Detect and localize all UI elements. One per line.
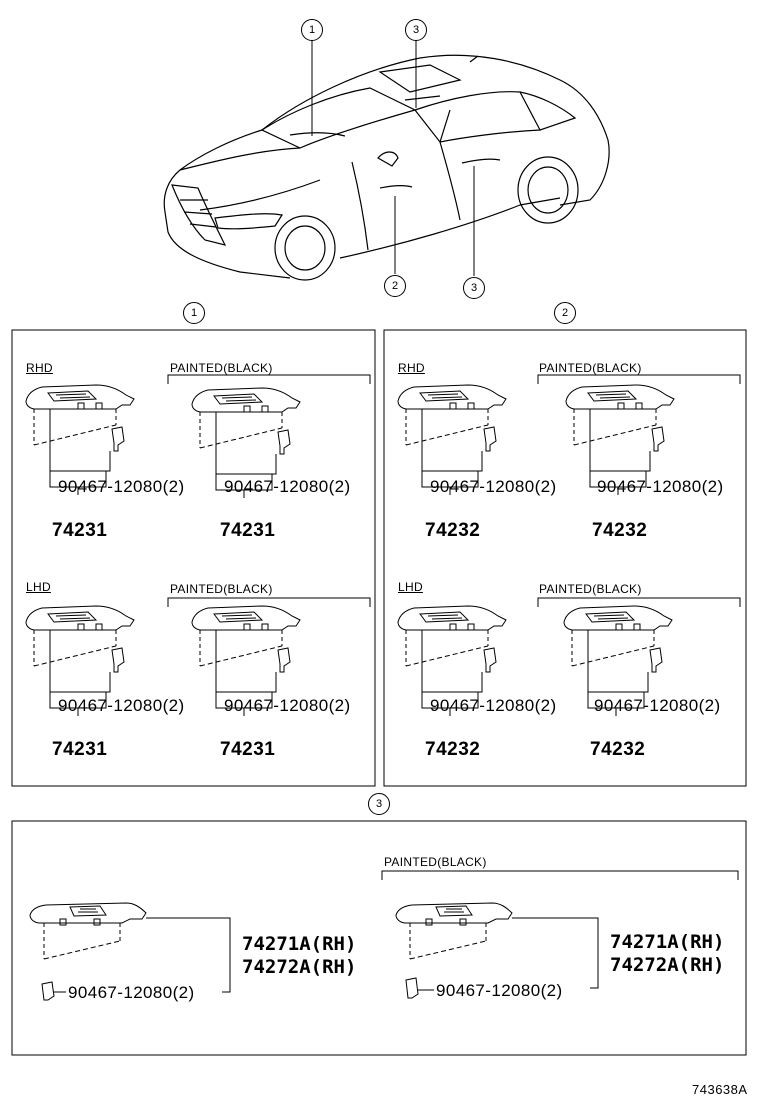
panel-3-painted-part-b: 74272A(RH) xyxy=(610,954,725,976)
panel-2-rhd-plain-part-no: 74232 xyxy=(425,520,481,541)
panel-1-rhd-label: RHD xyxy=(26,361,53,375)
callout-2-car: 2 xyxy=(384,275,406,297)
diagram-reference-code: 743638A xyxy=(692,1082,748,1097)
callout-3-car: 3 xyxy=(405,19,427,41)
panel-2-frame xyxy=(383,329,747,787)
callout-3-car-lower: 3 xyxy=(463,277,485,299)
panel-1-lhd-plain-clip: 90467-12080(2) xyxy=(58,696,185,715)
panel-1-rhd-plain-part-no: 74231 xyxy=(52,520,108,541)
panel-2-lhd-plain-part-no: 74232 xyxy=(425,739,481,760)
callout-2-panel: 2 xyxy=(554,302,576,324)
panel-1-rhd-painted-label: PAINTED(BLACK) xyxy=(170,361,273,375)
panel-2-rhd-label: RHD xyxy=(398,361,425,375)
panel-1-lhd-painted-part-no: 74231 xyxy=(220,739,276,760)
panel-3-plain-part-b: 74272A(RH) xyxy=(242,956,357,978)
car-illustration xyxy=(163,54,610,281)
panel-2-lhd-painted-clip: 90467-12080(2) xyxy=(594,696,721,715)
panel-3-painted-part-a: 74271A(RH) xyxy=(610,931,725,953)
panel-2-rhd-painted-part-no: 74232 xyxy=(592,520,648,541)
panel-1-rhd-painted-part-no: 74231 xyxy=(220,520,276,541)
panel-2-rhd-painted-clip: 90467-12080(2) xyxy=(597,477,724,496)
panel-3-painted-label: PAINTED(BLACK) xyxy=(384,855,487,869)
callout-1-panel: 1 xyxy=(183,302,205,324)
panel-3-plain-part xyxy=(29,902,231,1001)
panel-1-lhd-plain-part-no: 74231 xyxy=(52,739,108,760)
callout-1-car: 1 xyxy=(301,19,323,41)
panel-2-lhd-plain-clip: 90467-12080(2) xyxy=(430,696,557,715)
panel-2-lhd-painted-label: PAINTED(BLACK) xyxy=(539,582,642,596)
painted-brackets xyxy=(167,374,741,880)
panel-3-frame xyxy=(11,820,747,1056)
panel-1-frame xyxy=(11,329,376,787)
panel-1-lhd-label: LHD xyxy=(26,580,51,594)
panel-3-painted-clip: 90467-12080(2) xyxy=(436,981,563,1000)
panel-2-rhd-plain-clip: 90467-12080(2) xyxy=(430,477,557,496)
panel-2-lhd-label: LHD xyxy=(398,580,423,594)
callout-3-panel: 3 xyxy=(368,793,390,815)
panel-1-lhd-painted-clip: 90467-12080(2) xyxy=(224,696,351,715)
car-leader-lines xyxy=(311,40,475,276)
panel-3-plain-clip: 90467-12080(2) xyxy=(68,983,195,1002)
panel-3-plain-part-a: 74271A(RH) xyxy=(242,933,357,955)
panel-2-rhd-painted-label: PAINTED(BLACK) xyxy=(539,361,642,375)
panel-2-lhd-painted-part-no: 74232 xyxy=(590,739,646,760)
panel-1-rhd-painted-clip: 90467-12080(2) xyxy=(224,477,351,496)
panel-1-rhd-plain-clip: 90467-12080(2) xyxy=(58,477,185,496)
panel-1-lhd-painted-label: PAINTED(BLACK) xyxy=(170,582,273,596)
panel-3-painted-part xyxy=(395,902,599,999)
